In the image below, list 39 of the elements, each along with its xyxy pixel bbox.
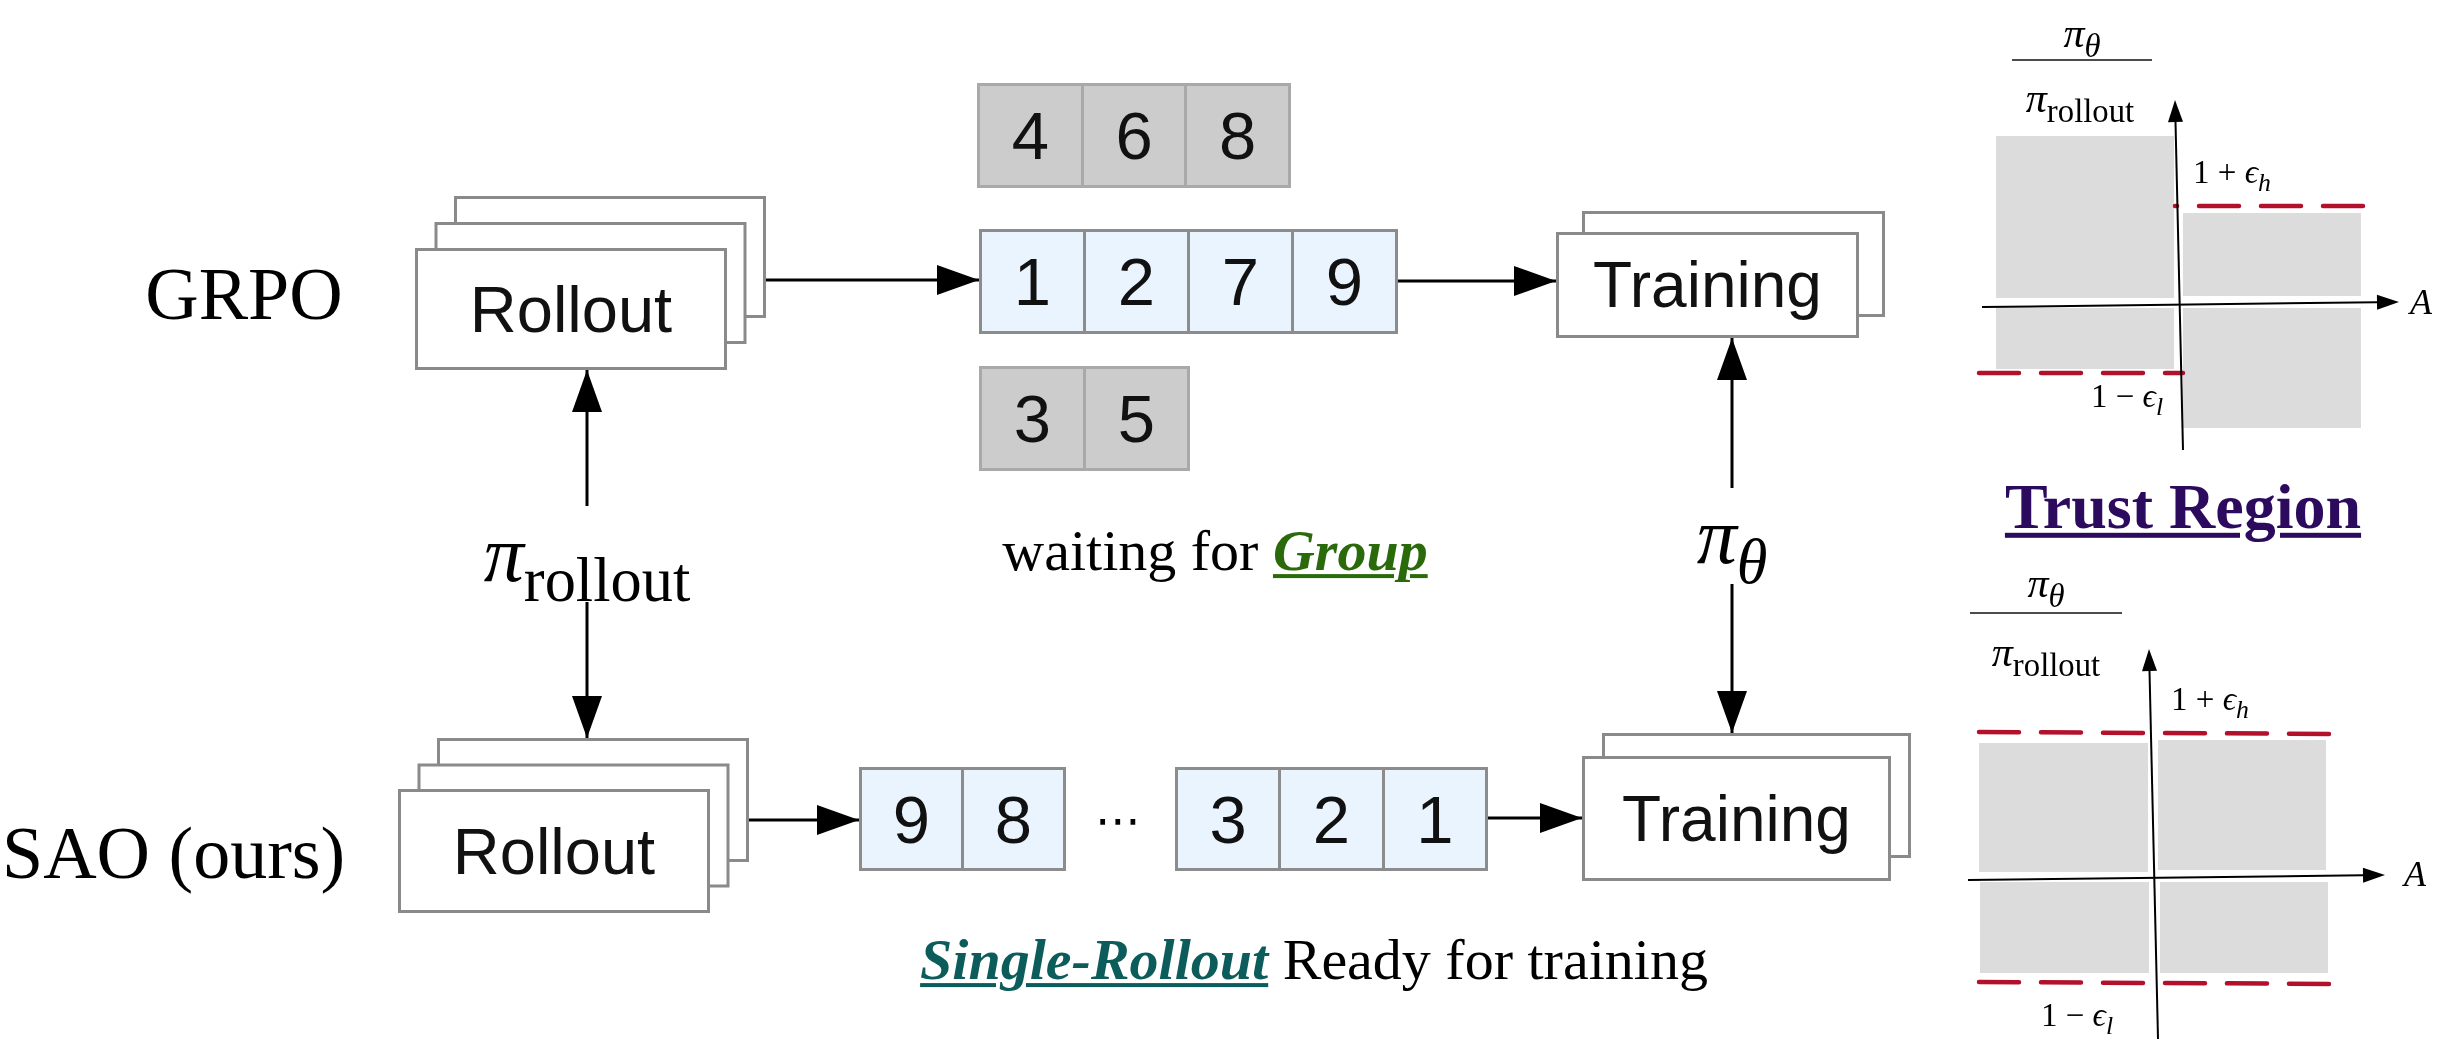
sample-number: 5 — [1117, 385, 1156, 452]
arrow — [1488, 803, 1582, 833]
sample-number: 9 — [1325, 248, 1364, 315]
sample-number: 9 — [892, 785, 931, 853]
arrow — [1398, 266, 1556, 296]
sample-number: 3 — [1013, 385, 1052, 452]
axis-label: A — [2404, 855, 2426, 895]
sample-queue — [1175, 767, 1488, 871]
sample-number: 1 — [1013, 248, 1052, 315]
section-title: Trust Region — [2004, 471, 2362, 543]
method-label: SAO (ours) — [2, 813, 346, 895]
sample-queue — [859, 767, 1066, 871]
ellipsis: ⋯ — [1095, 794, 1141, 846]
stacked-process-box — [398, 738, 749, 913]
sample-number: 4 — [1011, 102, 1049, 169]
arrow — [766, 265, 979, 295]
stacked-process-box — [1582, 733, 1911, 881]
process-label: Rollout — [452, 818, 656, 884]
sample-number: 8 — [1219, 102, 1257, 169]
sample-number: 6 — [1115, 102, 1153, 169]
arrow — [749, 805, 859, 835]
sample-number: 2 — [1312, 785, 1351, 853]
stacked-process-box — [1556, 211, 1885, 338]
axis-label: A — [2410, 283, 2432, 323]
method-label: GRPO — [145, 254, 343, 336]
caption-text: Single-Rollout Ready for training — [920, 928, 1708, 992]
numerator-label: π$_{θ}$ — [2027, 559, 2065, 607]
numerator-label: π$_{θ}$ — [2063, 9, 2101, 57]
sample-queue — [977, 83, 1291, 188]
sample-queue — [979, 366, 1190, 471]
sample-number: 7 — [1221, 248, 1260, 315]
caption-text: waiting for Group — [1002, 519, 1428, 583]
sample-queue — [979, 229, 1398, 334]
stacked-process-box — [415, 196, 766, 370]
sample-number: 3 — [1209, 785, 1247, 853]
process-label: Rollout — [469, 276, 673, 342]
sample-number: 1 — [1416, 785, 1454, 853]
sample-number: 8 — [994, 785, 1033, 853]
sample-number: 2 — [1117, 248, 1156, 315]
